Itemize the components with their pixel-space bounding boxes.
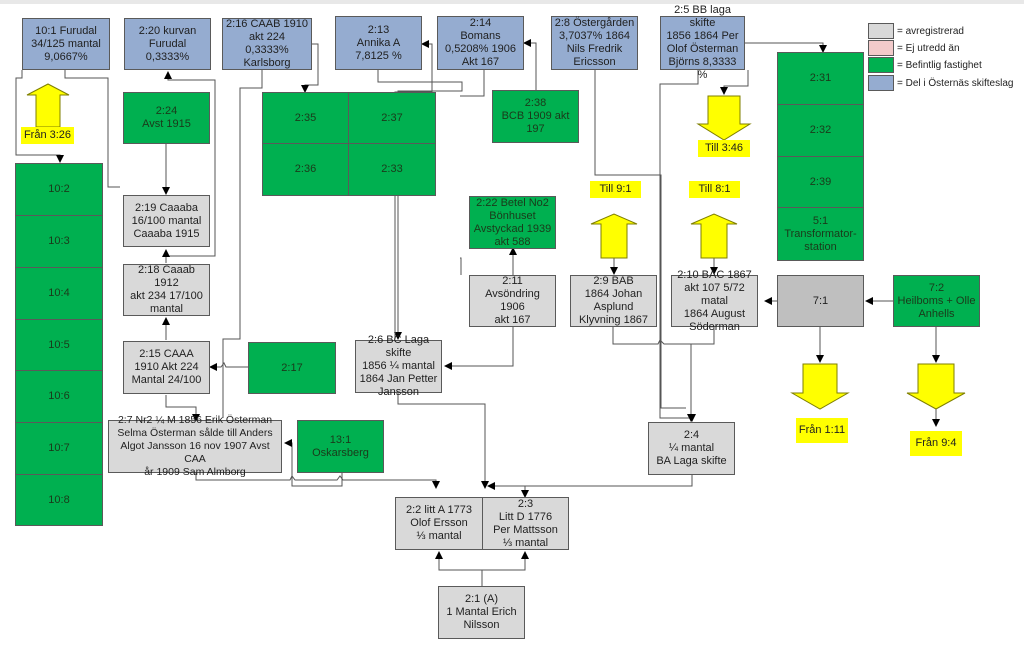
label-fran-9-4: Från 9:4 <box>910 431 962 456</box>
node-10-3: 10:3 <box>15 215 103 268</box>
node-2-2: 2:2 litt A 1773 Olof Ersson ⅓ mantal <box>395 497 483 550</box>
node-2-14: 2:14 Bomans 0,5208% 1906 Akt 167 <box>437 16 524 70</box>
node-2-38: 2:38 BCB 1909 akt 197 <box>492 90 579 143</box>
up-arrow-till-8-1-icon <box>690 213 738 259</box>
legend-label: = Befintlig fastighet <box>897 59 982 71</box>
conn-2_17-2_15 <box>209 362 249 371</box>
node-13-1: 13:1 Oskarsberg <box>297 420 384 473</box>
legend-swatch <box>868 23 894 39</box>
node-10-1: 10:1 Furudal 34/125 mantal 9,0667% <box>22 18 110 70</box>
legend-item-avregistrerad: = avregistrerad <box>868 23 964 39</box>
node-2-9: 2:9 BAB 1864 Johan Asplund Klyvning 1867 <box>570 275 657 327</box>
node-10-4: 10:4 <box>15 267 103 320</box>
down-arrow-fran-1-11-icon <box>790 363 850 410</box>
node-2-1: 2:1 (A) 1 Mantal Erich Nilsson <box>438 586 525 639</box>
node-2-11: 2:11 Avsöndring 1906 akt 167 <box>469 275 556 327</box>
node-2-20: 2:20 kurvan Furudal 0,3333% <box>124 18 211 70</box>
conn-2_1-2_2-2_3 <box>435 551 483 586</box>
conn-2_5-2_4 <box>659 70 699 422</box>
conn-2_14-line <box>460 70 485 97</box>
node-2-36: 2:36 <box>262 143 349 196</box>
legend-label: = Ej utredd än <box>897 42 960 54</box>
node-2-31: 2:31 <box>777 52 864 105</box>
node-2-17: 2:17 <box>248 342 336 394</box>
conn-2_8-line <box>594 70 686 409</box>
node-2-24: 2:24 Avst 1915 <box>123 92 210 144</box>
node-2-3: 2:3 Litt D 1776 Per Mattsson ⅓ mantal <box>482 497 569 550</box>
node-2-4: 2:4 ¼ mantal BA Laga skifte <box>648 422 735 475</box>
node-2-18: 2:18 Caaab 1912 akt 234 17/100 mantal <box>123 264 210 316</box>
node-2-22: 2:22 Betel No2 Bönhuset Avstyckad 1939 a… <box>469 196 556 249</box>
node-2-15: 2:15 CAAA 1910 Akt 224 Mantal 24/100 <box>123 341 210 394</box>
node-2-33: 2:33 <box>348 143 436 196</box>
up-arrow-till-9-1-icon <box>590 213 638 259</box>
node-10-6: 10:6 <box>15 370 103 423</box>
conn-2_22-line <box>460 257 462 275</box>
node-10-5: 10:5 <box>15 319 103 371</box>
conn-2_6-2_2 <box>397 393 489 489</box>
legend-swatch <box>868 57 894 73</box>
node-10-2: 10:2 <box>15 163 103 216</box>
conn-2_4-2_3 <box>487 475 693 490</box>
down-arrow-fran-9-4-icon <box>906 363 966 410</box>
conn-2_5-2_31 <box>745 42 827 53</box>
label-till-3-46: Till 3:46 <box>698 140 750 157</box>
node-2-39: 2:39 <box>777 156 864 208</box>
up-arrow-fran-3-26-icon <box>26 83 70 128</box>
legend-label: = avregistrerad <box>897 25 964 37</box>
label-fran-1-11: Från 1:11 <box>796 418 848 443</box>
label-till-8-1: Till 8:1 <box>689 181 740 198</box>
node-2-5: 2:5 BB laga skifte 1856 1864 Per Olof Ös… <box>660 4 745 81</box>
node-2-10: 2:10 BAC 1867 akt 107 5/72 matal 1864 Au… <box>671 269 758 333</box>
label-till-9-1: Till 9:1 <box>590 181 641 198</box>
node-7-2: 7:2 Heilboms + Olle Anhells <box>893 275 980 327</box>
legend-label: = Del i Östernäs skifteslag <box>897 77 1014 89</box>
conn-2_1-2_3 <box>482 551 529 571</box>
node-2-8: 2:8 Östergården 3,7037% 1864 Nils Fredri… <box>551 16 638 70</box>
down-arrow-till-3-46-icon <box>696 95 752 141</box>
node-7-1: 7:1 <box>777 275 864 327</box>
legend-item-del-i-osternas: = Del i Östernäs skifteslag <box>868 75 1013 91</box>
legend-item-ej-utredd: = Ej utredd än <box>868 40 960 56</box>
node-2-37: 2:37 <box>348 92 436 144</box>
node-2-13: 2:13 Annika A 7,8125 % <box>335 16 422 70</box>
node-2-32: 2:32 <box>777 104 864 157</box>
node-2-7: 2:7 Nr2 ¼ M 1856 Erik Österman Selma Öst… <box>108 414 282 478</box>
legend-swatch <box>868 40 894 56</box>
conn-10_1-10_2 <box>15 70 64 163</box>
conn-2_11-2_6 <box>444 327 514 370</box>
legend-swatch <box>868 75 894 91</box>
node-10-7: 10:7 <box>15 422 103 475</box>
node-10-8: 10:8 <box>15 474 103 526</box>
node-2-6: 2:6 BC Laga skifte 1856 ¼ mantal 1864 Ja… <box>355 334 442 398</box>
top-border <box>0 0 1024 4</box>
legend-item-befintlig: = Befintlig fastighet <box>868 57 982 73</box>
node-2-19: 2:19 Caaaba 16/100 mantal Caaaba 1915 <box>123 195 210 247</box>
label-fran-3-26: Från 3:26 <box>21 127 74 144</box>
conn-2_38-2_14 <box>523 39 537 90</box>
node-2-35: 2:35 <box>262 92 349 144</box>
node-2-16: 2:16 CAAB 1910 akt 224 0,3333% Karlsborg <box>222 18 312 70</box>
node-5-1: 5:1 Transformator- station <box>777 207 864 261</box>
